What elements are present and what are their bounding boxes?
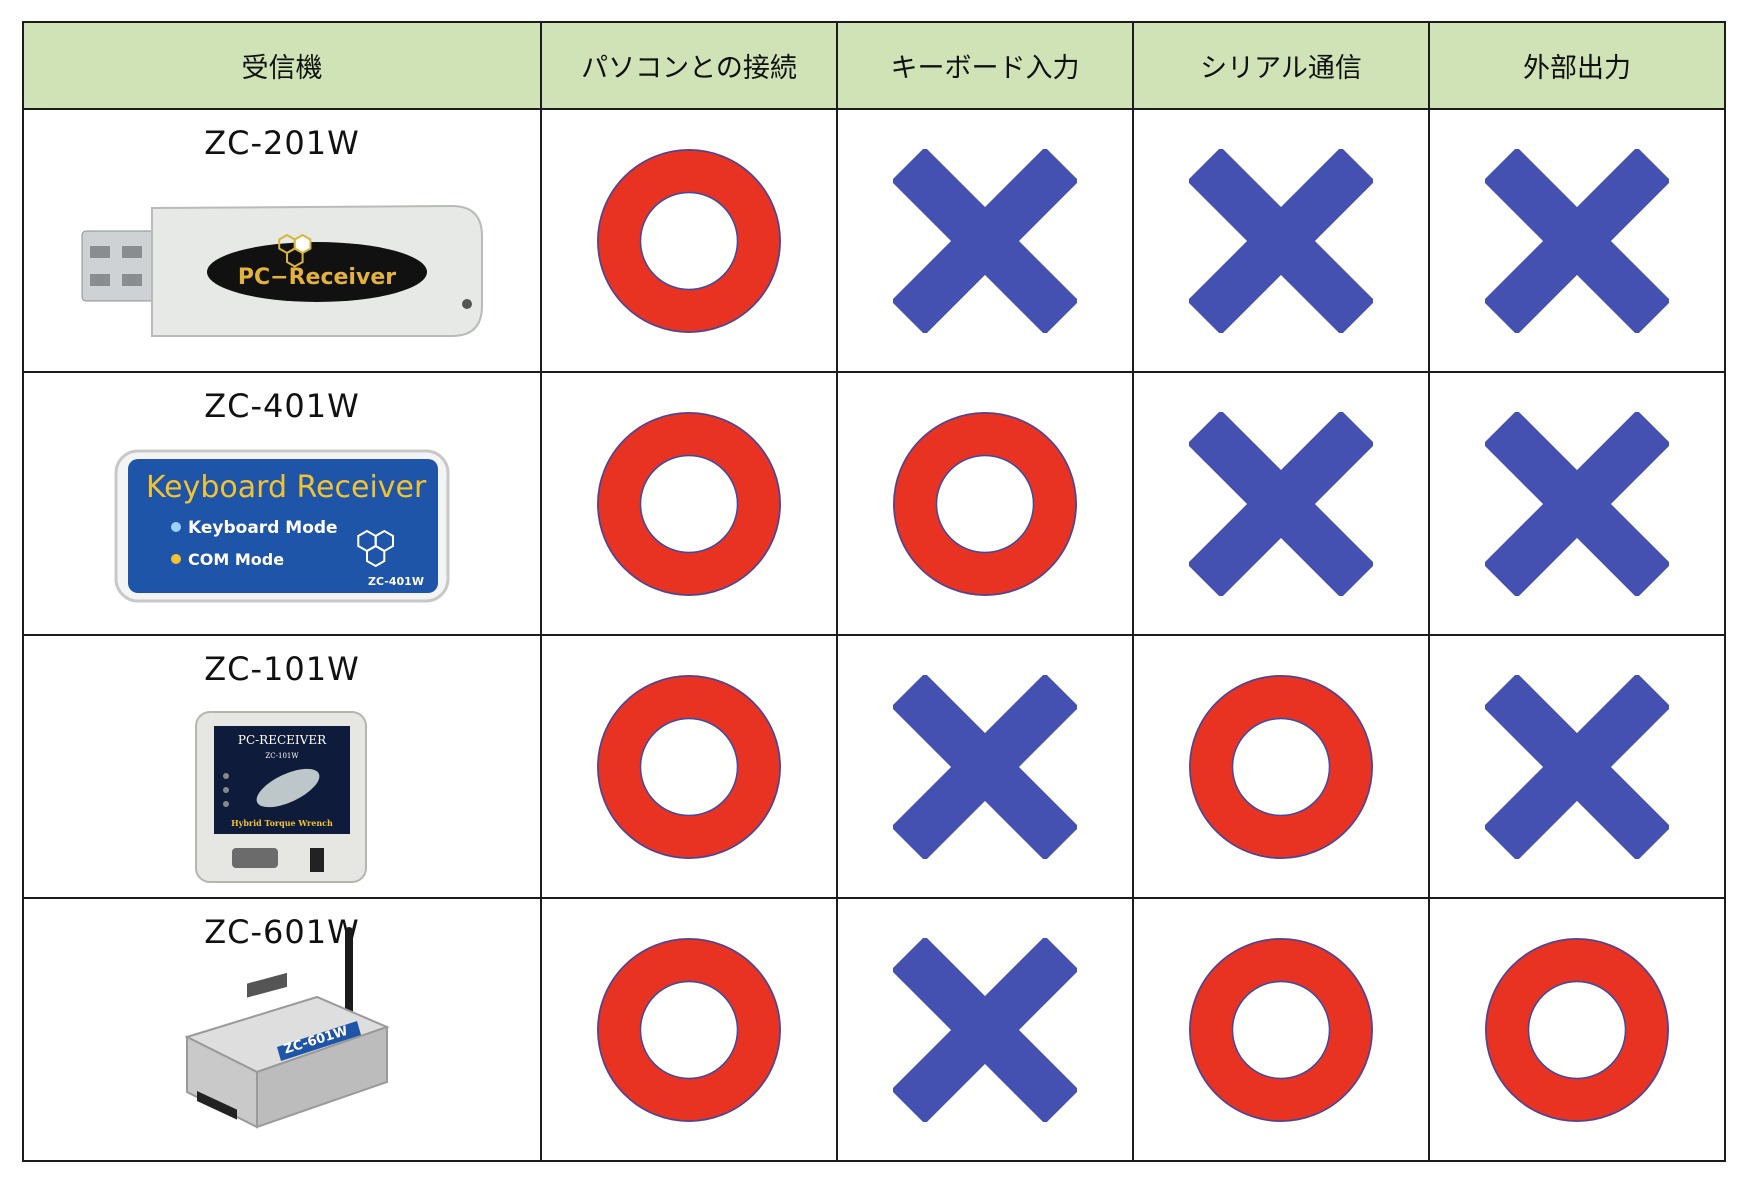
model-name: ZC-601W [204,913,360,951]
usb-dongle-image: PC−Receiver [81,204,483,337]
circle-mark-icon [1189,674,1373,859]
header-pc-connection: パソコンとの接続 [540,21,838,110]
header-serial-communication: シリアル通信 [1132,21,1430,110]
table-row: ZC-201W PC−Receiver [22,108,1726,373]
receiver-cell: ZC-101W PC-RECEIVER ZC-101W Hybrid Torque W… [22,634,542,899]
model-name: ZC-201W [204,124,360,162]
cross-mark-icon [1189,411,1373,596]
circle-mark-icon [597,411,781,596]
circle-mark-icon [597,674,781,859]
table-row: ZC-101W PC-RECEIVER ZC-101W Hybrid Torque W… [22,634,1726,899]
cross-mark-icon [893,937,1077,1122]
circle-mark-icon [597,937,781,1122]
pc-connection-cell [540,108,838,373]
circle-mark-icon [597,148,781,333]
circle-mark-icon [1189,937,1373,1122]
svg-text:PC-RECEIVER: PC-RECEIVER [238,733,327,747]
serial-communication-cell [1132,634,1430,899]
keyboard-input-cell [836,371,1134,636]
pc-receiver-box-image: PC-RECEIVER ZC-101W Hybrid Torque Wrench [195,711,367,883]
circle-mark-icon [1485,937,1669,1122]
header-external-output: 外部出力 [1428,21,1726,110]
cross-mark-icon [1189,148,1373,333]
external-output-cell [1428,371,1726,636]
pc-connection-cell [540,897,838,1162]
svg-text:Keyboard Mode: Keyboard Mode [188,518,338,538]
external-output-cell [1428,897,1726,1162]
external-output-cell [1428,108,1726,373]
svg-text:ZC-101W: ZC-101W [265,752,299,760]
serial-communication-cell [1132,108,1430,373]
svg-text:Hybrid Torque Wrench: Hybrid Torque Wrench [231,818,333,828]
header-row: 受信機 パソコンとの接続 キーボード入力 シリアル通信 外部出力 [22,21,1726,110]
pc-connection-cell [540,371,838,636]
serial-communication-cell [1132,897,1430,1162]
cross-mark-icon [1485,411,1669,596]
header-receiver: 受信機 [22,21,542,110]
model-name: ZC-101W [204,650,360,688]
receiver-cell: ZC-201W PC−Receiver [22,108,542,373]
serial-communication-cell [1132,371,1430,636]
keyboard-input-cell [836,897,1134,1162]
header-keyboard-input: キーボード入力 [836,21,1134,110]
svg-text:ZC-401W: ZC-401W [368,575,424,588]
compatibility-table: 受信機 パソコンとの接続 キーボード入力 シリアル通信 外部出力 ZC-201W… [22,21,1726,1162]
cross-mark-icon [893,148,1077,333]
circle-mark-icon [893,411,1077,596]
dongle-label: PC−Receiver [238,265,396,290]
pc-connection-cell [540,634,838,899]
cross-mark-icon [893,674,1077,859]
keyboard-input-cell [836,108,1134,373]
svg-text:COM Mode: COM Mode [188,550,284,569]
keyboard-input-cell [836,634,1134,899]
antenna-box-image: ZC-601W [184,927,390,1129]
model-name: ZC-401W [204,387,360,425]
external-output-cell [1428,634,1726,899]
svg-text:Keyboard Receiver: Keyboard Receiver [146,470,427,505]
cross-mark-icon [1485,674,1669,859]
cross-mark-icon [1485,148,1669,333]
